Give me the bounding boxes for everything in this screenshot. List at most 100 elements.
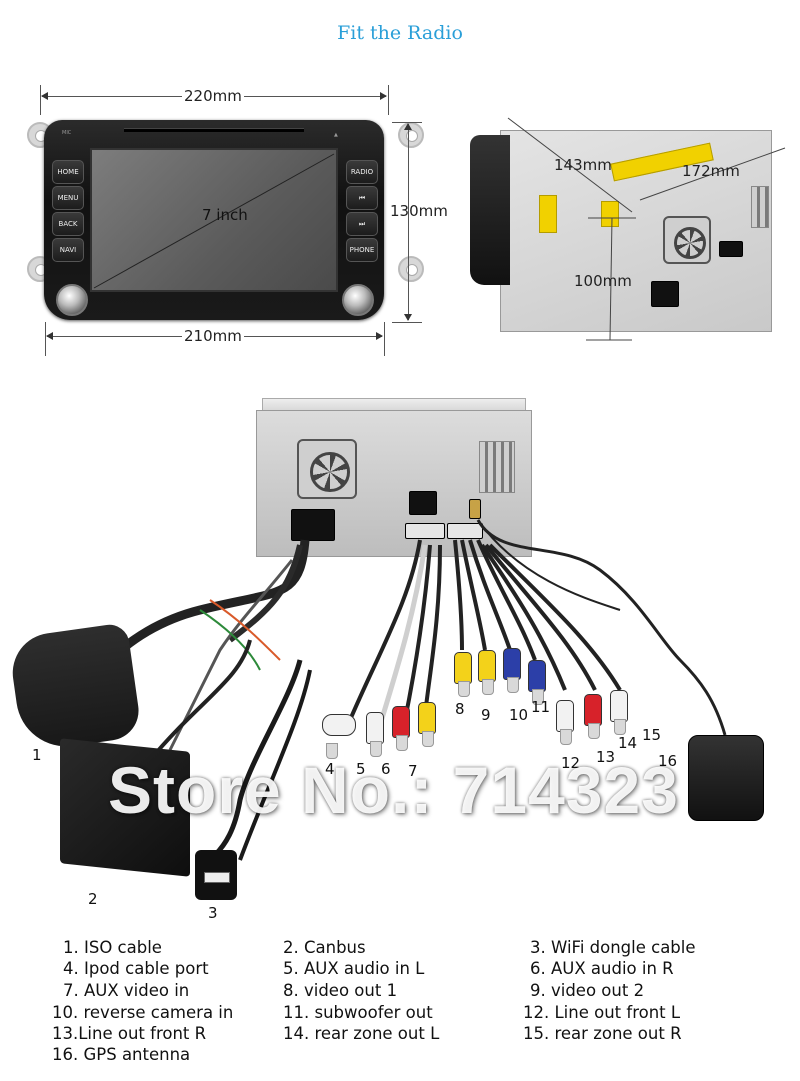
iso-connector: [651, 281, 679, 307]
store-watermark: Store No.: 714323: [108, 753, 679, 827]
legend-item: 9. video out 2: [530, 981, 645, 1000]
dim-tick: [384, 322, 385, 356]
gps-antenna: [688, 735, 764, 821]
eject-icon: ▲: [334, 132, 338, 138]
warning-label: [539, 195, 557, 233]
phone-button[interactable]: PHONE: [346, 238, 378, 262]
dim-tick: [392, 322, 422, 323]
legend-item: 12. Line out front L: [523, 1003, 681, 1022]
radio-front-panel: MIC ▲ HOME MENU BACK NAVI RADIO ⏮ ⏭ PHON…: [44, 120, 384, 320]
callout-15: 15: [642, 726, 662, 744]
dim-tick: [392, 122, 422, 123]
callout-3: 3: [208, 904, 218, 922]
arrow-right-icon: [376, 332, 383, 340]
rca-white-plug: [366, 712, 384, 757]
callout-12: 12: [561, 754, 581, 772]
arrow-left-icon: [41, 92, 48, 100]
radio-side-face: [470, 135, 510, 285]
vent-grille: [479, 441, 515, 493]
ipod-plug: [322, 714, 356, 759]
dim-side-depth: 172mm: [682, 162, 740, 180]
rca-white-plug: [556, 700, 574, 745]
callout-1: 1: [32, 746, 42, 764]
display-screen: [90, 148, 338, 292]
legend-item: 11. subwoofer out: [283, 1003, 433, 1022]
av-socket: [447, 523, 483, 539]
legend-item: 2. Canbus: [283, 938, 366, 957]
dim-width-bottom: 210mm: [182, 327, 244, 345]
mount-ear: [398, 122, 424, 148]
prev-track-icon[interactable]: ⏮: [346, 186, 378, 210]
dim-side-width: 143mm: [554, 156, 612, 174]
legend-item: 7. AUX video in: [63, 981, 190, 1000]
dim-tick: [40, 85, 41, 115]
dim-side-height: 100mm: [574, 272, 632, 290]
mic-mark: MIC: [62, 130, 72, 136]
legend-item: 10. reverse camera in: [52, 1003, 234, 1022]
legend-item: 15. rear zone out R: [523, 1024, 682, 1043]
legend-item: 6. AUX audio in R: [530, 959, 674, 978]
legend-item: 14. rear zone out L: [283, 1024, 440, 1043]
back-button[interactable]: BACK: [52, 212, 84, 236]
dim-height: 130mm: [390, 202, 448, 220]
callout-6: 6: [381, 760, 391, 778]
navi-button[interactable]: NAVI: [52, 238, 84, 262]
rca-blue-plug: [503, 648, 521, 693]
callout-10: 10: [509, 706, 529, 724]
rca-red-plug: [392, 706, 410, 751]
rca-red-plug: [584, 694, 602, 739]
callout-2: 2: [88, 890, 98, 908]
legend-item: 3. WiFi dongle cable: [530, 938, 696, 957]
canbus-socket: [409, 491, 437, 515]
home-button[interactable]: HOME: [52, 160, 84, 184]
av-socket: [405, 523, 445, 539]
antenna-connector: [719, 241, 743, 257]
rca-blue-plug: [528, 660, 546, 705]
usb-port: [195, 850, 237, 900]
fan-icon: [297, 439, 357, 499]
callout-16: 16: [658, 752, 678, 770]
cable-harness: [106, 519, 727, 861]
mount-ear: [398, 256, 424, 282]
dim-tick: [45, 322, 46, 356]
disc-slot: [124, 128, 304, 132]
callout-9: 9: [481, 706, 491, 724]
arrow-left-icon: [46, 332, 53, 340]
callout-14: 14: [618, 734, 638, 752]
volume-knob[interactable]: [56, 284, 88, 316]
legend-item: 1. ISO cable: [63, 938, 162, 957]
iso-socket: [291, 509, 335, 541]
arrow-up-icon: [404, 123, 412, 130]
legend-item: 4. Ipod cable port: [63, 959, 209, 978]
arrow-right-icon: [380, 92, 387, 100]
rca-yellow-plug: [418, 702, 436, 747]
side-dimension-lines: [507, 117, 786, 341]
radio-button[interactable]: RADIO: [346, 160, 378, 184]
diagonal-line: [93, 153, 335, 289]
next-track-icon[interactable]: ⏭: [346, 212, 378, 236]
rca-yellow-plug: [454, 652, 472, 697]
rca-yellow-plug: [478, 650, 496, 695]
page-title: Fit the Radio: [337, 22, 463, 44]
dim-line-height: [408, 124, 409, 320]
fan-icon: [663, 216, 711, 264]
vent-grille: [751, 186, 769, 228]
legend-item: 5. AUX audio in L: [283, 959, 425, 978]
callout-13: 13: [596, 748, 616, 766]
legend-item: 16. GPS antenna: [52, 1045, 191, 1064]
arrow-down-icon: [404, 314, 412, 321]
tune-knob[interactable]: [342, 284, 374, 316]
callout-5: 5: [356, 760, 366, 778]
menu-button[interactable]: MENU: [52, 186, 84, 210]
warning-label: [601, 201, 619, 227]
dim-tick: [388, 85, 389, 115]
callout-11: 11: [531, 698, 551, 716]
callout-4: 4: [325, 760, 335, 778]
callout-7: 7: [408, 762, 418, 780]
radio-back-panel: [256, 410, 532, 557]
callout-8: 8: [455, 700, 465, 718]
legend-item: 8. video out 1: [283, 981, 398, 1000]
gps-socket: [469, 499, 481, 519]
radio-side-chassis: [500, 130, 772, 332]
screen-size-label: 7 inch: [202, 206, 248, 224]
